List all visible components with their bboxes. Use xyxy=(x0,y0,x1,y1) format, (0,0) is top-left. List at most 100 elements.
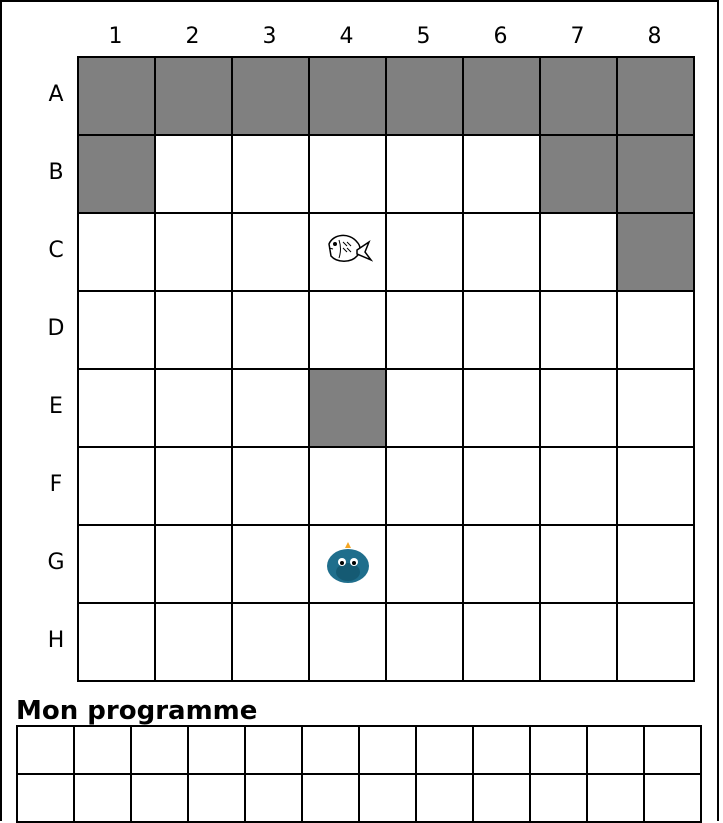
fish-icon xyxy=(323,230,373,274)
board-cell-F2[interactable] xyxy=(156,448,233,526)
board-cell-F6[interactable] xyxy=(464,448,541,526)
program-grid xyxy=(16,725,702,823)
board-cell-D2[interactable] xyxy=(156,292,233,370)
column-label: 4 xyxy=(308,22,385,52)
board-cell-G7[interactable] xyxy=(541,526,618,604)
board-cell-G1[interactable] xyxy=(79,526,156,604)
board-cell-E3[interactable] xyxy=(233,370,310,448)
row-label: C xyxy=(36,236,76,266)
wall-cell-B7[interactable] xyxy=(541,136,618,214)
board-cell-B3[interactable] xyxy=(233,136,310,214)
board-cell-C7[interactable] xyxy=(541,214,618,292)
board-cell-G5[interactable] xyxy=(387,526,464,604)
column-label: 7 xyxy=(539,22,616,52)
board-cell-G6[interactable] xyxy=(464,526,541,604)
bird-icon xyxy=(325,542,371,590)
program-slot[interactable] xyxy=(588,727,645,775)
board-cell-H1[interactable] xyxy=(79,604,156,682)
board-cell-F5[interactable] xyxy=(387,448,464,526)
board-cell-E1[interactable] xyxy=(79,370,156,448)
board-cell-F3[interactable] xyxy=(233,448,310,526)
board-cell-D7[interactable] xyxy=(541,292,618,370)
board-cell-B4[interactable] xyxy=(310,136,387,214)
program-slot[interactable] xyxy=(474,775,531,823)
board-cell-H7[interactable] xyxy=(541,604,618,682)
program-title: Mon programme xyxy=(16,695,257,727)
wall-cell-B1[interactable] xyxy=(79,136,156,214)
program-slot[interactable] xyxy=(132,727,189,775)
wall-cell-A1[interactable] xyxy=(79,58,156,136)
board-cell-F7[interactable] xyxy=(541,448,618,526)
wall-cell-C8[interactable] xyxy=(618,214,695,292)
program-slot[interactable] xyxy=(531,727,588,775)
wall-cell-A7[interactable] xyxy=(541,58,618,136)
program-slot[interactable] xyxy=(417,727,474,775)
board-cell-C1[interactable] xyxy=(79,214,156,292)
board-cell-G2[interactable] xyxy=(156,526,233,604)
row-label: D xyxy=(36,314,76,344)
board-cell-H2[interactable] xyxy=(156,604,233,682)
program-slot[interactable] xyxy=(360,775,417,823)
wall-cell-B8[interactable] xyxy=(618,136,695,214)
board-cell-E6[interactable] xyxy=(464,370,541,448)
wall-cell-E4[interactable] xyxy=(310,370,387,448)
board-cell-H4[interactable] xyxy=(310,604,387,682)
program-slot[interactable] xyxy=(18,727,75,775)
program-slot[interactable] xyxy=(189,775,246,823)
board-cell-D1[interactable] xyxy=(79,292,156,370)
board-cell-H6[interactable] xyxy=(464,604,541,682)
board-cell-F1[interactable] xyxy=(79,448,156,526)
board-cell-H5[interactable] xyxy=(387,604,464,682)
board-cell-G8[interactable] xyxy=(618,526,695,604)
wall-cell-A5[interactable] xyxy=(387,58,464,136)
program-slot[interactable] xyxy=(531,775,588,823)
program-slot[interactable] xyxy=(360,727,417,775)
program-slot[interactable] xyxy=(75,727,132,775)
board-cell-C6[interactable] xyxy=(464,214,541,292)
board-cell-D4[interactable] xyxy=(310,292,387,370)
program-slot[interactable] xyxy=(132,775,189,823)
program-slot[interactable] xyxy=(588,775,645,823)
board-cell-D3[interactable] xyxy=(233,292,310,370)
board-cell-D6[interactable] xyxy=(464,292,541,370)
board-cell-C2[interactable] xyxy=(156,214,233,292)
wall-cell-A3[interactable] xyxy=(233,58,310,136)
board-cell-E7[interactable] xyxy=(541,370,618,448)
board-cell-E8[interactable] xyxy=(618,370,695,448)
program-slot[interactable] xyxy=(303,775,360,823)
program-slot[interactable] xyxy=(18,775,75,823)
program-slot[interactable] xyxy=(189,727,246,775)
wall-cell-A6[interactable] xyxy=(464,58,541,136)
board-cell-B5[interactable] xyxy=(387,136,464,214)
program-slot[interactable] xyxy=(417,775,474,823)
program-slot[interactable] xyxy=(75,775,132,823)
row-label: F xyxy=(36,470,76,500)
board-cell-H3[interactable] xyxy=(233,604,310,682)
wall-cell-A8[interactable] xyxy=(618,58,695,136)
column-label: 5 xyxy=(385,22,462,52)
program-slot[interactable] xyxy=(645,775,702,823)
board-cell-D5[interactable] xyxy=(387,292,464,370)
program-slot[interactable] xyxy=(645,727,702,775)
board-cell-D8[interactable] xyxy=(618,292,695,370)
bird-icon xyxy=(325,542,371,586)
program-slot[interactable] xyxy=(474,727,531,775)
board-cell-C5[interactable] xyxy=(387,214,464,292)
board-cell-B2[interactable] xyxy=(156,136,233,214)
program-slot[interactable] xyxy=(246,775,303,823)
wall-cell-A4[interactable] xyxy=(310,58,387,136)
board-cell-E2[interactable] xyxy=(156,370,233,448)
board-cell-B6[interactable] xyxy=(464,136,541,214)
column-label: 2 xyxy=(154,22,231,52)
program-slot[interactable] xyxy=(246,727,303,775)
board-cell-C4[interactable] xyxy=(310,214,387,292)
board-cell-G3[interactable] xyxy=(233,526,310,604)
board-cell-F8[interactable] xyxy=(618,448,695,526)
board-cell-F4[interactable] xyxy=(310,448,387,526)
board-cell-E5[interactable] xyxy=(387,370,464,448)
board-cell-H8[interactable] xyxy=(618,604,695,682)
board-cell-C3[interactable] xyxy=(233,214,310,292)
program-slot[interactable] xyxy=(303,727,360,775)
board-cell-G4[interactable] xyxy=(310,526,387,604)
wall-cell-A2[interactable] xyxy=(156,58,233,136)
